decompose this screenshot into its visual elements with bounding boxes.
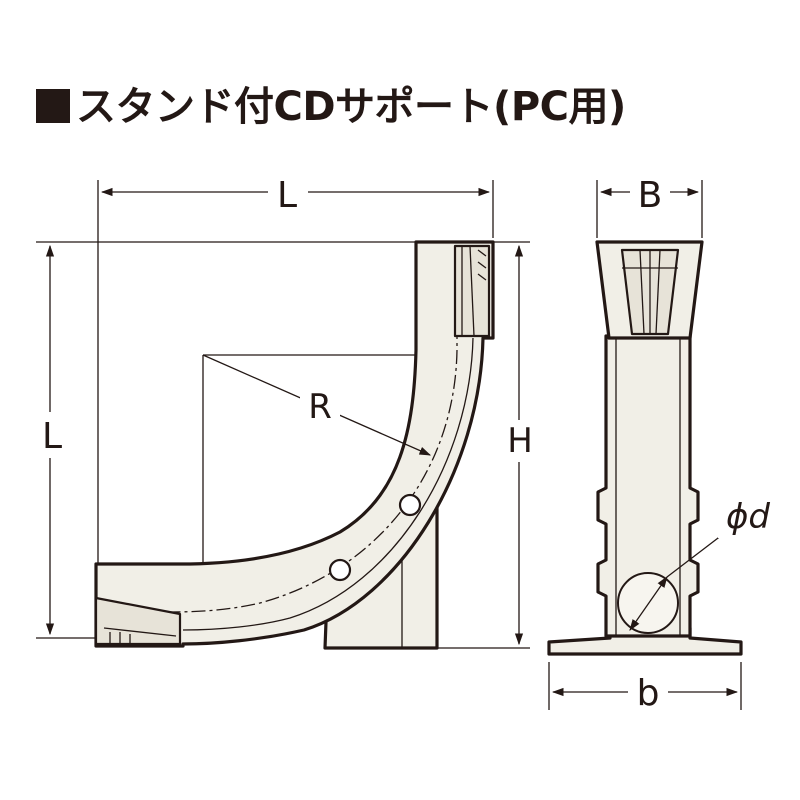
socket-rib <box>103 627 177 637</box>
side-walls <box>596 334 700 638</box>
bottom-socket-insert <box>94 596 182 646</box>
pipe-section <box>617 572 679 634</box>
socket-rib <box>477 261 487 269</box>
title-square-icon <box>36 89 70 123</box>
label-b-lower: b <box>637 673 660 714</box>
rivet-hole-icon <box>398 493 422 517</box>
label-top-l: L <box>277 175 297 216</box>
socket-rib <box>477 249 487 257</box>
side-view: L L R H <box>34 168 540 650</box>
socket-rib <box>469 245 475 337</box>
diagram-title: スタンド付CDサポート(PC用) <box>36 74 626 132</box>
elbow-body <box>94 240 495 648</box>
label-left-l: L <box>42 416 62 457</box>
label-radius: R <box>308 387 332 427</box>
inner-wall-line <box>182 337 474 631</box>
diameter-leader <box>666 534 723 578</box>
rivet-hole-icon <box>328 558 352 582</box>
label-b-upper: B <box>638 175 663 216</box>
label-height: H <box>507 421 533 461</box>
bore-center-line <box>96 250 458 613</box>
socket-rib <box>477 273 487 281</box>
cup-rib <box>655 249 661 335</box>
cup-rib <box>639 249 645 335</box>
diameter-line <box>629 576 668 631</box>
title-text: スタンド付CDサポート(PC用) <box>76 84 626 130</box>
front-view: B b ϕd <box>547 168 780 714</box>
label-diameter: ϕd <box>726 497 770 537</box>
